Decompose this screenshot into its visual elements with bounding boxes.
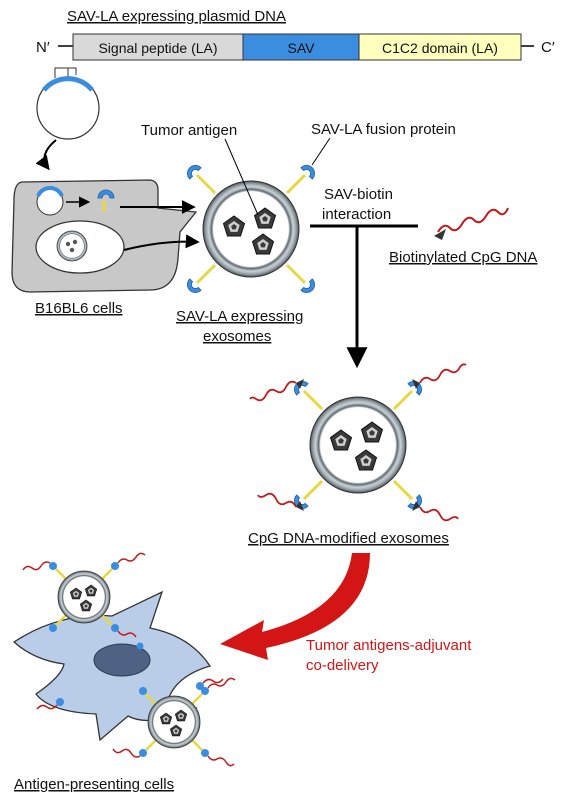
codelivery-label-line1: Tumor antigens-adjuvant xyxy=(306,637,472,654)
modified-exosomes-label: CpG DNA-modified exosomes xyxy=(248,530,449,547)
biotinylated-cpg-icon xyxy=(434,207,509,240)
segment-sav-label: SAV xyxy=(288,40,316,56)
plasmid-icon xyxy=(36,67,100,140)
sav-exosome xyxy=(183,161,319,297)
apc-label: Antigen-presenting cells xyxy=(14,776,174,793)
exosomes-label-line1: SAV-LA expressing xyxy=(176,308,303,325)
fusion-protein-pointer xyxy=(311,137,331,166)
exosomes-label-line2: exosomes xyxy=(203,328,271,345)
cells-label: B16BL6 cells xyxy=(35,300,123,317)
b16bl6-cell xyxy=(11,179,198,293)
apc-surface-cpg xyxy=(36,642,224,710)
n-terminus-label: N′ xyxy=(36,39,50,56)
codelivery-label-line2: co-delivery xyxy=(306,657,379,674)
segment-signal-peptide-label: Signal peptide (LA) xyxy=(98,40,217,56)
cell-to-exosome-arrow-2 xyxy=(123,234,200,251)
c-terminus-label: C′ xyxy=(541,39,555,56)
codelivery-arrow xyxy=(220,553,370,660)
fusion-protein-label: SAV-LA fusion protein xyxy=(311,121,456,138)
plasmid-title: SAV-LA expressing plasmid DNA xyxy=(67,8,286,25)
cpg-modified-exosome xyxy=(249,363,467,522)
apc-exosome-2 xyxy=(112,677,236,767)
segment-sav xyxy=(242,33,360,61)
tumor-antigen-pointer xyxy=(224,138,259,216)
biotinylated-cpg-label: Biotinylated CpG DNA xyxy=(389,249,537,266)
apc-exosome-1 xyxy=(22,552,146,638)
plasmid-to-cell-arrow xyxy=(35,139,57,171)
segment-c1c2 xyxy=(358,33,522,61)
sav-biotin-label-line1: SAV-biotin xyxy=(324,186,393,203)
tumor-antigen-label: Tumor antigen xyxy=(141,122,237,139)
sav-biotin-label-line2: interaction xyxy=(322,206,391,223)
segment-c1c2-label: C1C2 domain (LA) xyxy=(382,40,498,56)
